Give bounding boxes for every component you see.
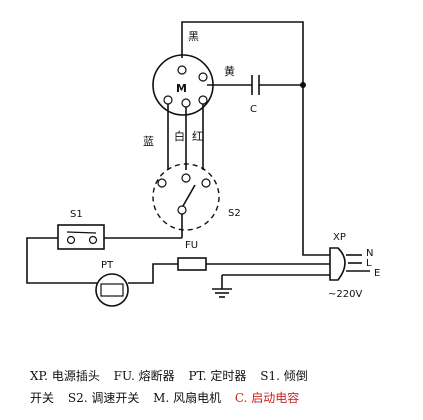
label-voltage: ~220V [328, 289, 362, 300]
plug-xp [329, 247, 346, 281]
legend-s1: S1. 倾倒 [260, 369, 308, 383]
legend-pt: PT. 定时器 [188, 369, 247, 383]
s2-pivot [177, 205, 187, 215]
motor-terminal-left [163, 95, 173, 105]
label-s2: S2 [228, 208, 241, 219]
label-blue: 蓝 [143, 135, 154, 148]
wire-s1-left [26, 237, 97, 284]
s1-contact-right [88, 235, 98, 245]
label-fu: FU [185, 240, 198, 251]
fuse-fu [177, 257, 207, 271]
junction-dot [300, 82, 306, 88]
legend-xp: XP. 电源插头 [30, 369, 100, 383]
label-l: L [366, 258, 372, 269]
legend-s1-cont: 开关 [30, 391, 55, 405]
s1-lever [66, 231, 97, 234]
label-red: 红 [192, 130, 203, 143]
label-white: 白 [174, 129, 185, 143]
legend-c: C. 启动电容 [234, 391, 300, 405]
label-e: E [374, 268, 380, 279]
legend-m: M. 风扇电机 [153, 391, 222, 405]
motor-terminal-top [177, 65, 187, 75]
label-s1: S1 [70, 209, 83, 220]
label-pt: PT [101, 260, 114, 271]
wire-black-loop [181, 21, 330, 256]
s2-contact-red [201, 178, 211, 188]
s2-contact-white [181, 173, 191, 183]
label-motor: M [176, 82, 187, 95]
s2-contact-blue [157, 178, 167, 188]
timer-inner [100, 283, 124, 297]
legend-line-2: 开关 S2. 调速开关 M. 风扇电机 C. 启动电容 [30, 388, 410, 408]
timer-pt [95, 273, 129, 307]
s1-contact-left [66, 235, 76, 245]
label-xp: XP [333, 232, 346, 243]
label-black: 黑 [188, 30, 199, 43]
motor-terminal-mid [181, 98, 191, 108]
legend-line-1: XP. 电源插头 FU. 熔断器 PT. 定时器 S1. 倾倒 [30, 366, 410, 386]
tilt-switch-s1 [57, 224, 105, 250]
wire-pt-to-fu [128, 263, 178, 284]
label-n: N [366, 248, 373, 259]
label-yellow: 黄 [224, 64, 235, 78]
speed-switch-s2 [152, 163, 220, 231]
motor-terminal-right [198, 95, 208, 105]
label-capacitor: C [250, 104, 257, 115]
motor-terminal-right-top [198, 72, 208, 82]
legend-fu: FU. 熔断器 [113, 369, 175, 383]
legend-s2: S2. 调速开关 [67, 391, 140, 405]
s2-lever [182, 184, 196, 207]
